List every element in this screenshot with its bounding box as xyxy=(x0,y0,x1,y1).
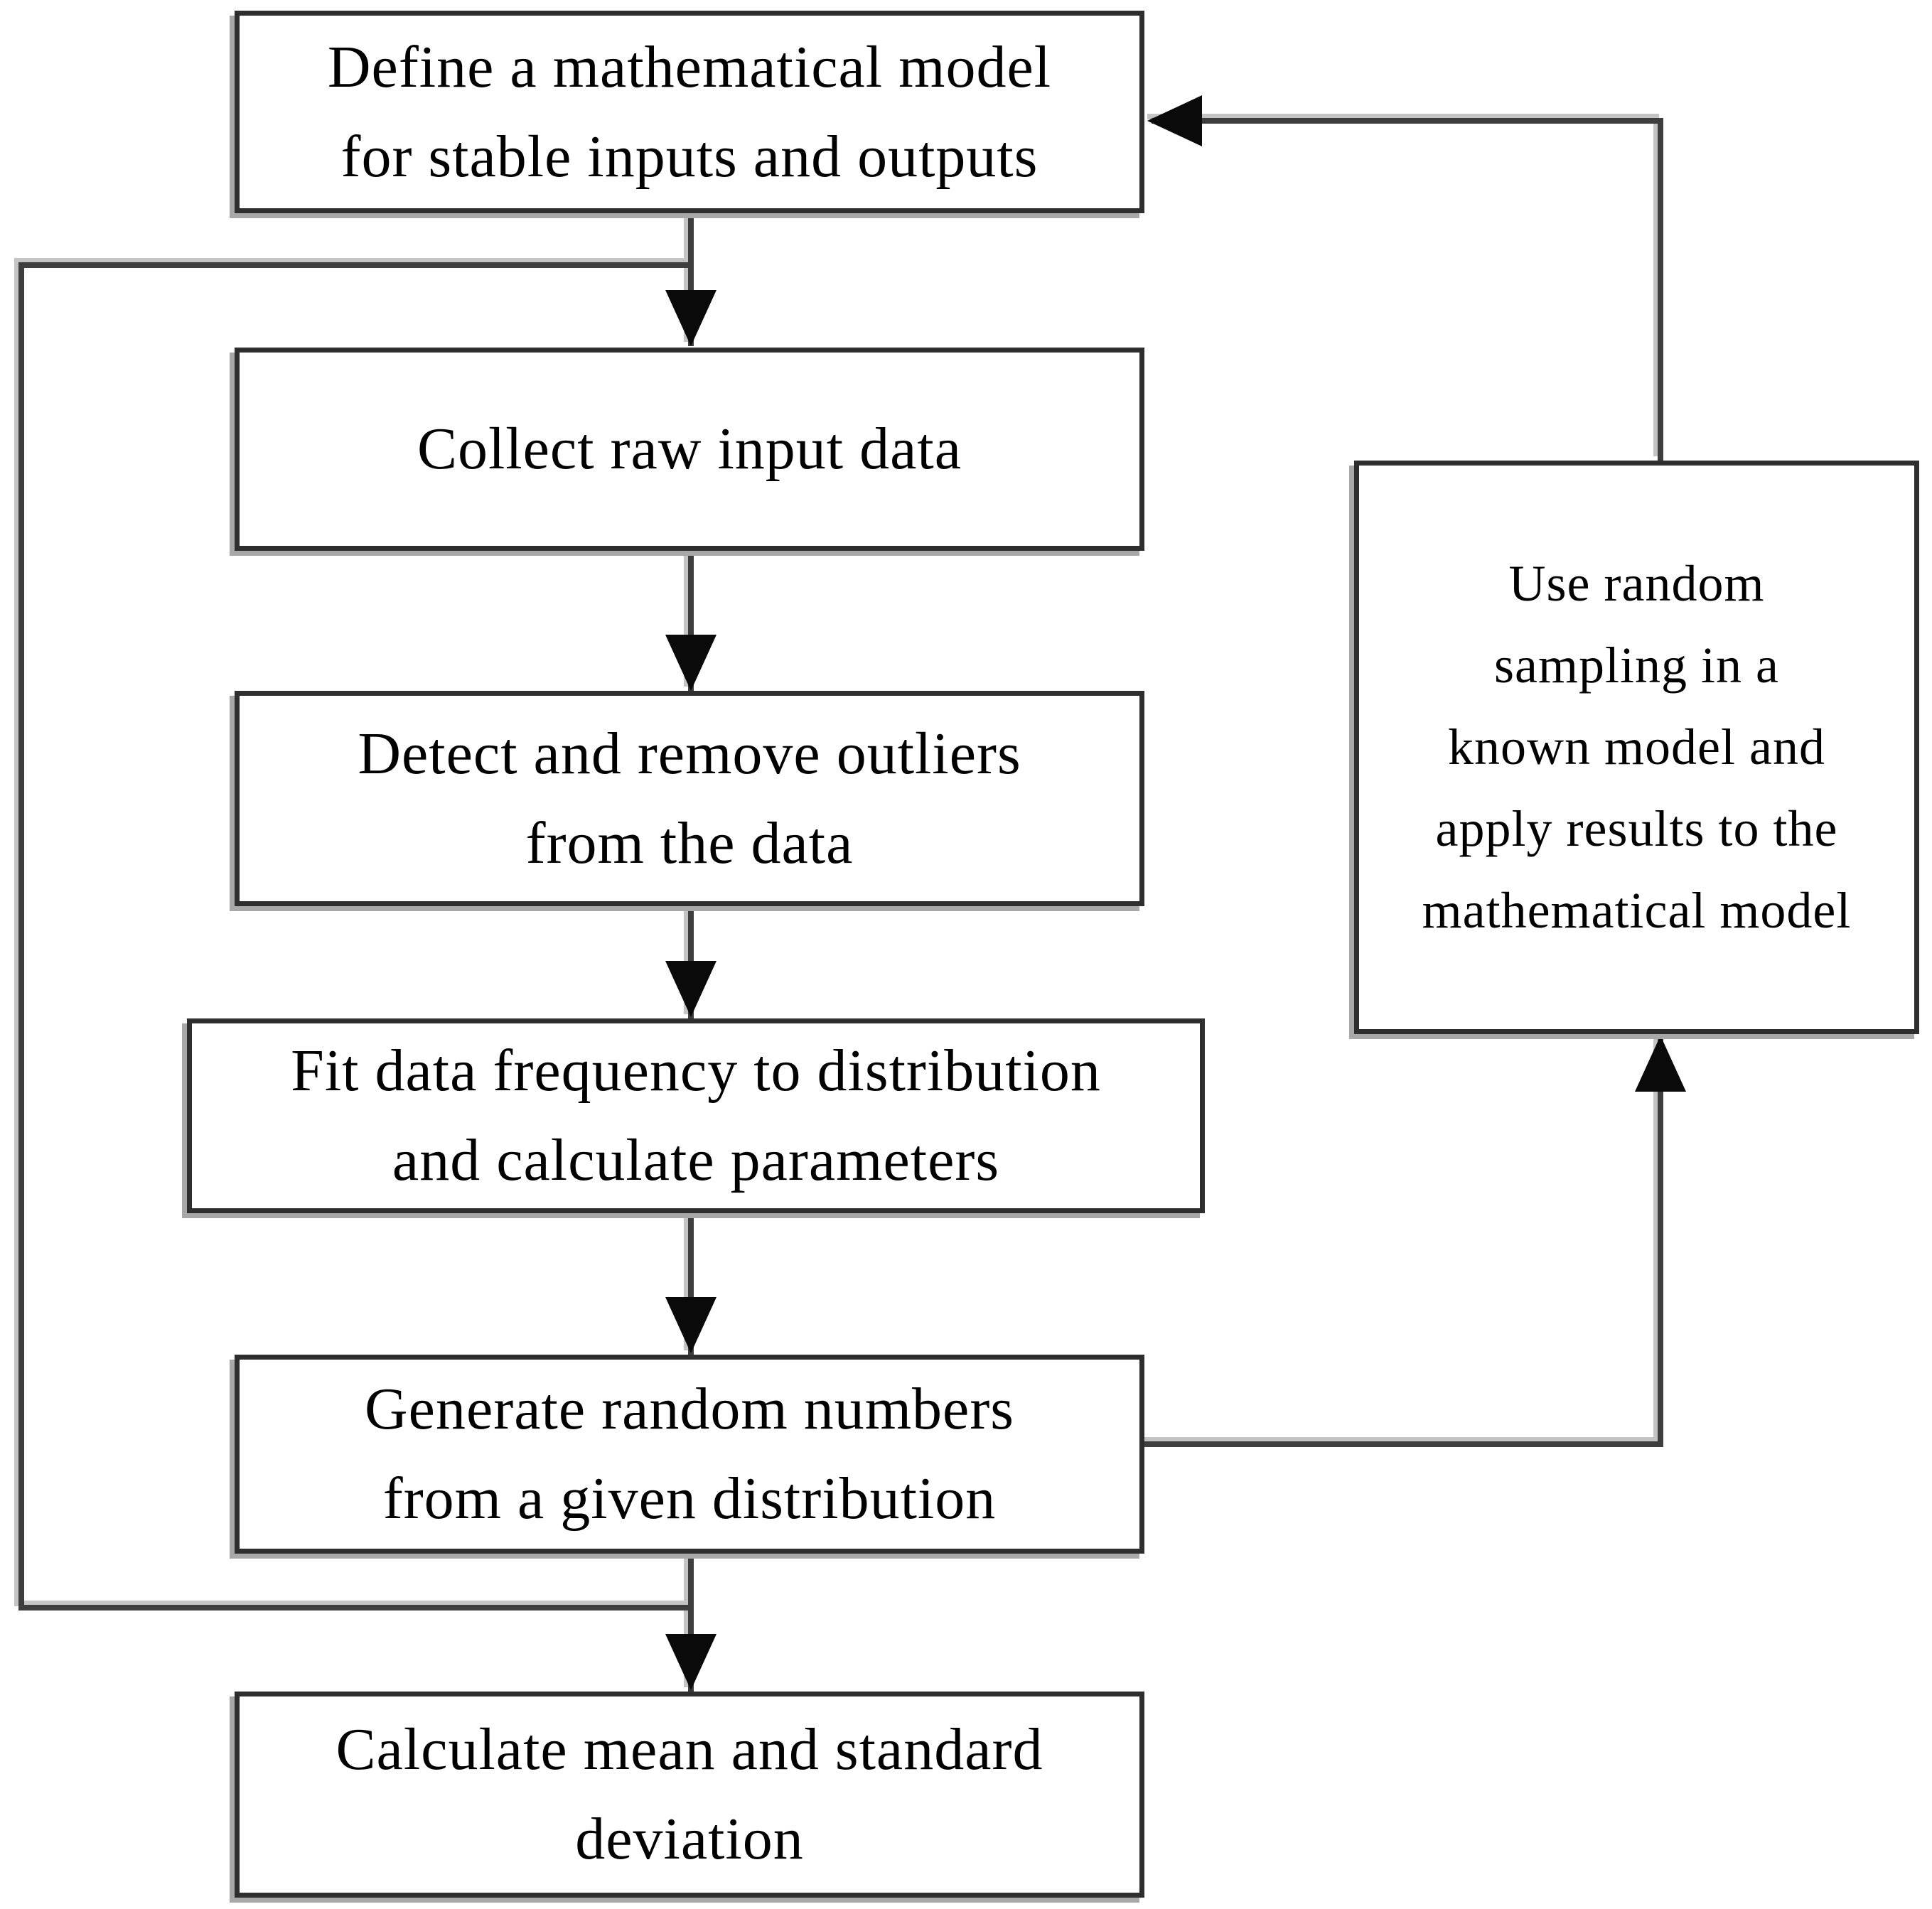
node-collect-data: Collect raw input data xyxy=(235,348,1144,551)
edge-generate-to-sampling xyxy=(1144,1037,1663,1447)
node-calculate-stats-label: Calculate mean and standard deviation xyxy=(336,1716,1043,1872)
node-use-sampling: Use random sampling in a known model and… xyxy=(1354,461,1919,1034)
node-collect-data-label: Collect raw input data xyxy=(417,416,962,482)
arrowhead-left-into-define-icon xyxy=(1147,95,1202,146)
node-detect-outliers-label: Detect and remove outliers from the data xyxy=(358,720,1021,876)
node-generate-random: Generate random numbers from a given dis… xyxy=(235,1355,1144,1554)
node-use-sampling-label: Use random sampling in a known model and… xyxy=(1422,554,1852,940)
arrowhead-up-into-sampling-icon xyxy=(1635,1036,1686,1092)
arrowhead-down-into-fit-icon xyxy=(665,961,717,1017)
arrowhead-down-into-calculate-icon xyxy=(665,1634,717,1690)
node-generate-random-label: Generate random numbers from a given dis… xyxy=(365,1376,1014,1532)
node-define-model-label: Define a mathematical model for stable i… xyxy=(327,33,1052,190)
edge-sampling-to-define-shadow xyxy=(1147,114,1659,456)
arrowhead-down-into-detect-icon xyxy=(665,635,717,691)
node-calculate-stats: Calculate mean and standard deviation xyxy=(235,1692,1144,1898)
arrowhead-down-into-generate-icon xyxy=(665,1297,717,1353)
edge-sampling-to-define xyxy=(1152,118,1663,461)
edge-shadows xyxy=(14,114,1659,1687)
edge-generate-to-sampling-shadow xyxy=(1140,1033,1659,1443)
arrowhead-down-into-collect-icon xyxy=(665,290,717,346)
node-fit-distribution: Fit data frequency to distribution and c… xyxy=(187,1018,1205,1213)
edge-define-to-calculate-shadow xyxy=(14,258,689,1606)
node-define-model: Define a mathematical model for stable i… xyxy=(235,11,1144,213)
node-fit-distribution-label: Fit data frequency to distribution and c… xyxy=(291,1038,1101,1193)
edge-define-to-calculate xyxy=(18,262,693,1610)
node-detect-outliers: Detect and remove outliers from the data xyxy=(235,691,1144,906)
